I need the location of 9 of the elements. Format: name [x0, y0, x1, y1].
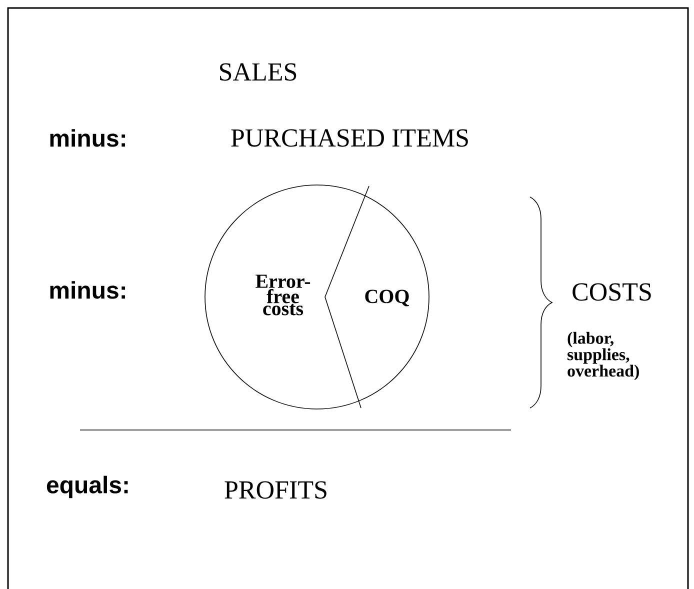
- result-label: PROFITS: [224, 481, 326, 499]
- costs-label: COSTS: [572, 283, 651, 301]
- operator-label: equals:: [46, 476, 128, 498]
- heading-text: SALES: [220, 63, 296, 81]
- operator-label: minus:: [50, 129, 126, 147]
- operator-label: minus:: [50, 281, 126, 299]
- heading-text: PURCHASED ITEMS: [231, 129, 468, 147]
- circle-diagram: Error-free costs COQ: [204, 184, 430, 410]
- costs-note: (labor, supplies, overhead): [568, 332, 639, 380]
